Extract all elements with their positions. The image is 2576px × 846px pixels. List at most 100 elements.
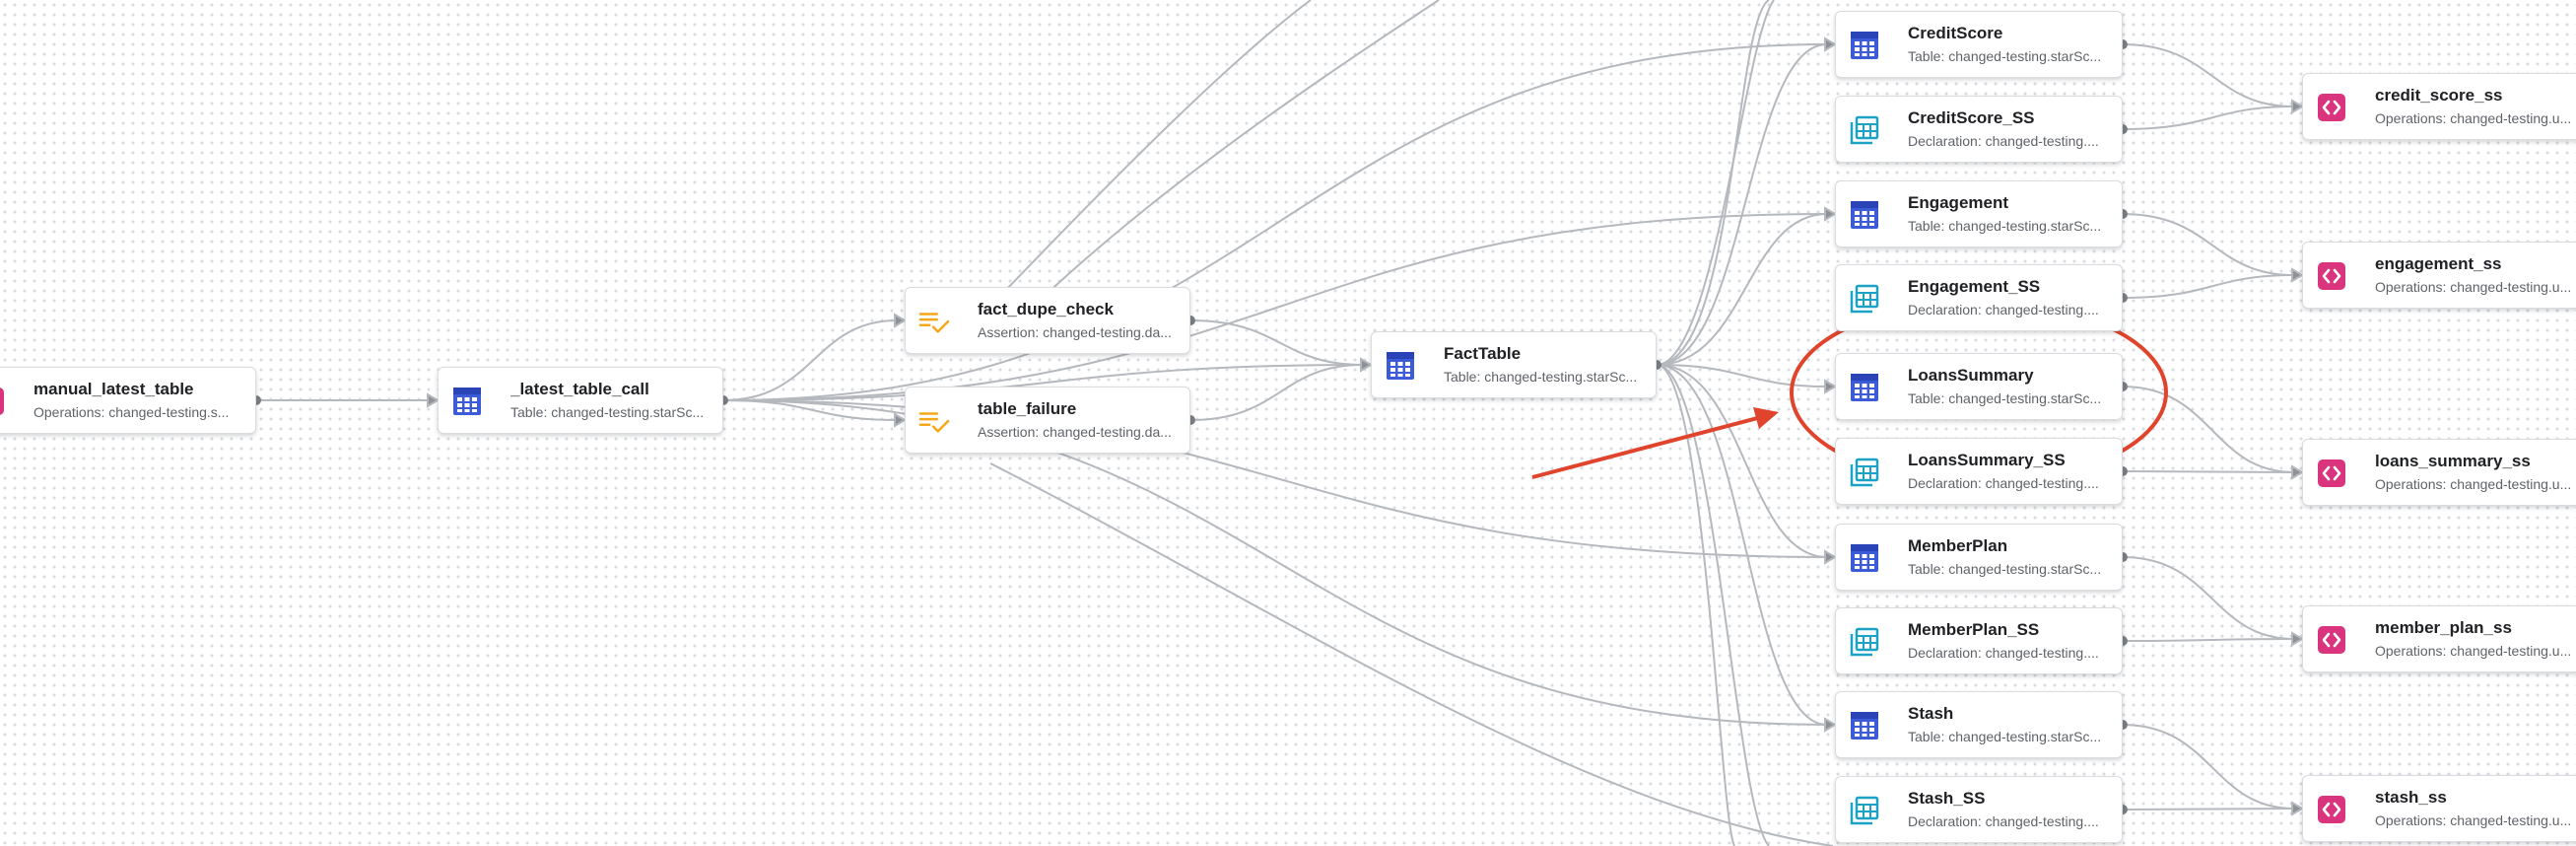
edge-23 (2122, 724, 2295, 810)
offscreen-edge-2 (1044, 0, 1440, 297)
input-arrowhead (2291, 631, 2304, 647)
node-name: MemberPlan (1908, 536, 2008, 555)
node-subtitle: Assertion: changed-testing.da... (978, 424, 1172, 440)
node-subtitle: Declaration: changed-testing.... (1908, 475, 2099, 491)
node-stash-ss[interactable]: Stash_SS Declaration: changed-testing.... (1835, 776, 2123, 843)
edge-15 (2122, 43, 2295, 107)
code-brackets-icon (2316, 260, 2347, 292)
node-name: Stash_SS (1908, 789, 1986, 808)
code-brackets-icon (0, 386, 6, 417)
input-arrowhead (2291, 801, 2304, 816)
node-subtitle: Table: changed-testing.starSc... (1444, 369, 1638, 385)
edge-22 (2122, 638, 2295, 642)
edge-1 (722, 319, 898, 401)
declaration-table-icon (1849, 283, 1880, 315)
node-name: stash_ss (2375, 788, 2447, 807)
code-brackets-icon (2316, 92, 2347, 123)
node-name: fact_dupe_check (978, 300, 1114, 318)
node-subtitle: Declaration: changed-testing.... (1908, 813, 2099, 829)
table-grid-icon (1385, 350, 1416, 382)
edge-10 (1656, 43, 1828, 366)
edge-18 (2122, 274, 2295, 299)
table-grid-icon (451, 386, 483, 417)
node-subtitle: Table: changed-testing.starSc... (510, 404, 705, 420)
node-subtitle: Declaration: changed-testing.... (1908, 302, 2099, 317)
input-arrowhead (1824, 549, 1837, 565)
offscreen-edge-6 (1656, 364, 1770, 846)
node-subtitle: Operations: changed-testing.u... (2375, 643, 2572, 659)
node-name: Engagement (1908, 193, 2009, 212)
node-subtitle: Declaration: changed-testing.... (1908, 645, 2099, 661)
input-arrowhead (2291, 99, 2304, 114)
code-brackets-icon (2316, 458, 2347, 489)
node-subtitle: Operations: changed-testing.s... (34, 404, 230, 420)
node-name: LoansSummary_SS (1908, 451, 2066, 469)
declaration-table-icon (1849, 626, 1880, 658)
edge-17 (2122, 213, 2295, 276)
edge-6 (722, 399, 1828, 558)
node-name: credit_score_ss (2375, 86, 2503, 105)
input-arrowhead (427, 392, 440, 408)
input-arrowhead (2291, 267, 2304, 283)
input-arrowhead (2291, 464, 2304, 480)
edge-8 (1189, 319, 1364, 366)
node-name: table_failure (978, 399, 1077, 418)
node-name: manual_latest_table (34, 380, 194, 398)
node-name: _latest_table_call (510, 380, 649, 398)
input-arrowhead (894, 412, 907, 428)
node-loanssummary-ss[interactable]: LoansSummary_SS Declaration: changed-test… (1835, 438, 2123, 505)
offscreen-edge-7 (1656, 364, 1735, 846)
table-grid-icon (1849, 710, 1880, 741)
node-subtitle: Operations: changed-testing.u... (2375, 812, 2572, 828)
edge-21 (2122, 556, 2295, 640)
edge-14 (1656, 364, 1828, 726)
node-name: FactTable (1444, 344, 1522, 363)
edge-9 (1189, 364, 1364, 421)
input-arrowhead (1824, 36, 1837, 52)
edge-16 (2122, 106, 2295, 130)
node-name: loans_summary_ss (2375, 452, 2531, 470)
node-name: Stash (1908, 704, 1954, 723)
node-name: LoansSummary (1908, 366, 2034, 385)
code-brackets-icon (2316, 624, 2347, 656)
node-name: CreditScore (1908, 24, 2003, 42)
node-subtitle: Table: changed-testing.starSc... (1908, 729, 2102, 744)
node-name: member_plan_ss (2375, 618, 2512, 637)
edge-24 (2122, 808, 2295, 811)
edge-7 (722, 399, 1828, 726)
node-name: engagement_ss (2375, 254, 2502, 273)
offscreen-edge-3 (989, 462, 1834, 846)
node-subtitle: Table: changed-testing.starSc... (1908, 48, 2102, 64)
node-subtitle: Operations: changed-testing.u... (2375, 279, 2572, 295)
input-arrowhead (1360, 357, 1373, 373)
table-grid-icon (1849, 30, 1880, 61)
node-subtitle: Operations: changed-testing.u... (2375, 476, 2572, 492)
assertion-check-icon (918, 405, 950, 437)
edge-20 (2122, 470, 2295, 473)
input-arrowhead (1824, 206, 1837, 222)
edge-3 (722, 364, 1364, 401)
edge-5 (722, 213, 1828, 401)
table-grid-icon (1849, 199, 1880, 231)
declaration-table-icon (1849, 795, 1880, 826)
